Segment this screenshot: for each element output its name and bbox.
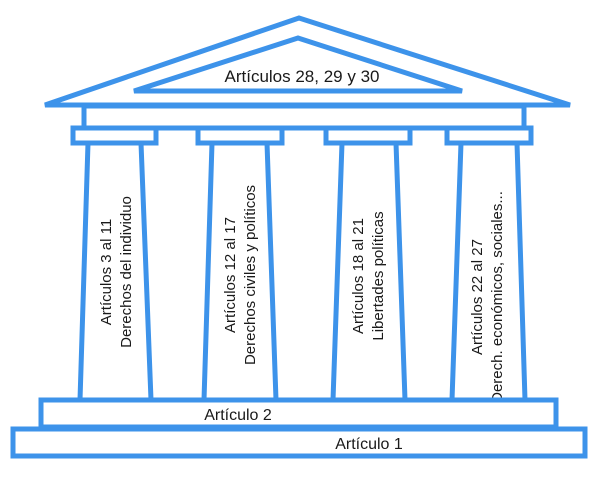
column-1-articles: Artículos 3 al 11 xyxy=(98,219,115,325)
column-shaft-2 xyxy=(201,140,279,403)
column-1-topic: Derechos del individuo xyxy=(118,196,135,348)
column-2-labels: Artículos 12 al 17 Derechos civiles y po… xyxy=(222,185,259,365)
column-shaft-3 xyxy=(330,140,408,403)
column-3-labels: Artículos 18 al 21 Libertades políticas xyxy=(350,211,387,340)
upper-step xyxy=(38,397,559,430)
column-4-articles: Artículos 22 al 27 xyxy=(469,239,486,355)
column-1-labels: Artículos 3 al 11 Derechos del individuo xyxy=(98,196,135,348)
column-shaft-1 xyxy=(77,140,154,403)
column-2-articles: Artículos 12 al 17 xyxy=(222,217,239,333)
base-step xyxy=(10,426,588,459)
column-3-articles: Artículos 18 al 21 xyxy=(350,218,367,334)
entablature xyxy=(81,103,527,131)
pediment-label: Artículos 28, 29 y 30 xyxy=(225,67,380,86)
pediment-inner xyxy=(133,35,463,94)
base-step-label: Artículo 1 xyxy=(335,436,403,453)
column-2-topic: Derechos civiles y políticos xyxy=(242,185,259,365)
upper-step-label: Artículo 2 xyxy=(204,407,272,424)
column-4-topic: Derech. económicos, sociales... xyxy=(489,191,506,403)
column-3-topic: Libertades políticas xyxy=(370,211,387,340)
column-4-labels: Artículos 22 al 27 Derech. económicos, s… xyxy=(469,191,506,403)
